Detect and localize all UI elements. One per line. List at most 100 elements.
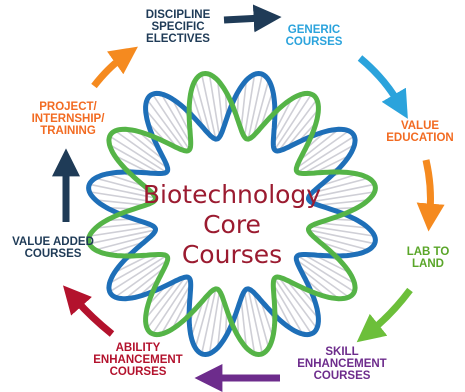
helix-rung (146, 99, 186, 152)
helix-rung (216, 298, 224, 348)
node-line: COURSES (313, 370, 371, 382)
node-line: EDUCATION (386, 132, 454, 144)
node-line: ENHANCEMENT (297, 358, 387, 370)
helix-rung (194, 291, 212, 349)
cycle-arrow-1 (223, 4, 282, 33)
helix-rung (109, 135, 167, 173)
helix-rung (311, 177, 369, 194)
node-line: INTERNSHIP/ (31, 113, 105, 125)
helix-rung (109, 255, 167, 293)
center-title-line: Biotechnology (142, 180, 322, 209)
helix-rung (89, 183, 156, 199)
helix-rung (240, 80, 248, 130)
node-line: ENHANCEMENT (93, 354, 183, 366)
cycle-arrows (52, 4, 445, 392)
helix-rung (259, 90, 274, 129)
helix-rung (278, 276, 318, 329)
helix-rung (318, 199, 369, 206)
center-title: Biotechnology Core Courses (132, 180, 332, 270)
helix-rung (208, 290, 221, 354)
helix-rung (313, 154, 350, 174)
cycle-arrow-6 (62, 285, 115, 337)
helix-rung (243, 290, 256, 354)
node-line: SPECIFIC (151, 21, 205, 33)
helix-rung (311, 234, 369, 251)
helix-rung (200, 74, 217, 140)
node-line: ELECTIVES (146, 33, 210, 45)
helix-rung (114, 254, 151, 274)
helix-rung (278, 99, 318, 152)
helix-rung (295, 259, 350, 298)
helix-rung (295, 130, 350, 169)
helix-rung (285, 279, 320, 320)
helix-rung (273, 98, 293, 135)
helix-rung (144, 279, 179, 320)
node-line: COURSES (285, 36, 343, 48)
cycle-arrow-3 (416, 159, 445, 232)
helix-rung (252, 291, 270, 349)
helix-rung (319, 241, 358, 255)
helix-strand-green (86, 71, 378, 357)
helix-rung (160, 93, 192, 145)
node-line: VALUE (400, 120, 440, 132)
node-line: LAND (412, 258, 444, 270)
helix-rung (240, 298, 248, 348)
helix-rung (124, 266, 166, 300)
helix-rung (124, 128, 166, 162)
dna-helix-ring (86, 71, 378, 357)
helix-rung (272, 283, 304, 335)
cycle-arrow-4 (356, 287, 413, 343)
helix-rung (272, 93, 304, 145)
cycle-arrow-8 (91, 46, 138, 89)
helix-rung (171, 293, 191, 330)
helix-rung (109, 143, 161, 175)
helix-rung (208, 74, 221, 138)
helix-rung (95, 222, 146, 229)
center-title-line: Core (203, 210, 261, 239)
helix-rung (303, 143, 355, 175)
helix-rung (89, 229, 156, 245)
helix-rung (308, 229, 375, 245)
node-line: GENERIC (287, 24, 341, 36)
node-line: LAB TO (406, 246, 450, 258)
helix-rung (310, 191, 375, 203)
helix-rung (247, 74, 264, 140)
node-line: SKILL (325, 346, 359, 358)
helix-rung (151, 277, 191, 335)
helix-rung (247, 288, 264, 354)
node-discipline-specific-electives: DISCIPLINE SPECIFIC ELECTIVES (130, 9, 226, 45)
helix-rung (243, 74, 256, 138)
node-skill-enhancement-courses: SKILL ENHANCEMENT COURSES (292, 346, 392, 382)
node-value-added-courses: VALUE ADDED COURSES (4, 236, 102, 260)
helix-rung (308, 183, 375, 199)
helix-rung (273, 93, 313, 151)
node-value-education: VALUE EDUCATION (378, 120, 462, 144)
center-title-line: Courses (181, 240, 283, 269)
helix-rung (297, 255, 355, 293)
node-line: VALUE ADDED (12, 236, 94, 248)
helix-rung (216, 80, 224, 130)
helix-rung (171, 98, 191, 135)
helix-rung (318, 222, 369, 229)
node-generic-courses: GENERIC COURSES (274, 24, 354, 48)
helix-rung (190, 90, 205, 129)
helix-rung (310, 225, 375, 237)
helix-rung (259, 299, 274, 338)
helix-rung (106, 173, 145, 187)
helix-rung (160, 283, 192, 335)
node-ability-enhancement-courses: ABILITY ENHANCEMENT COURSES (86, 342, 190, 378)
helix-rung (95, 234, 153, 251)
node-line: DISCIPLINE (145, 9, 211, 21)
helix-rung (95, 177, 153, 194)
helix-rung (114, 130, 169, 169)
helix-rung (190, 299, 205, 338)
helix-rung (273, 277, 313, 335)
helix-rung (146, 276, 186, 329)
helix-rung (252, 79, 270, 137)
helix-rung (273, 293, 293, 330)
cycle-arrow-2 (357, 55, 408, 119)
helix-rung (106, 241, 145, 255)
helix-rung (151, 93, 191, 151)
